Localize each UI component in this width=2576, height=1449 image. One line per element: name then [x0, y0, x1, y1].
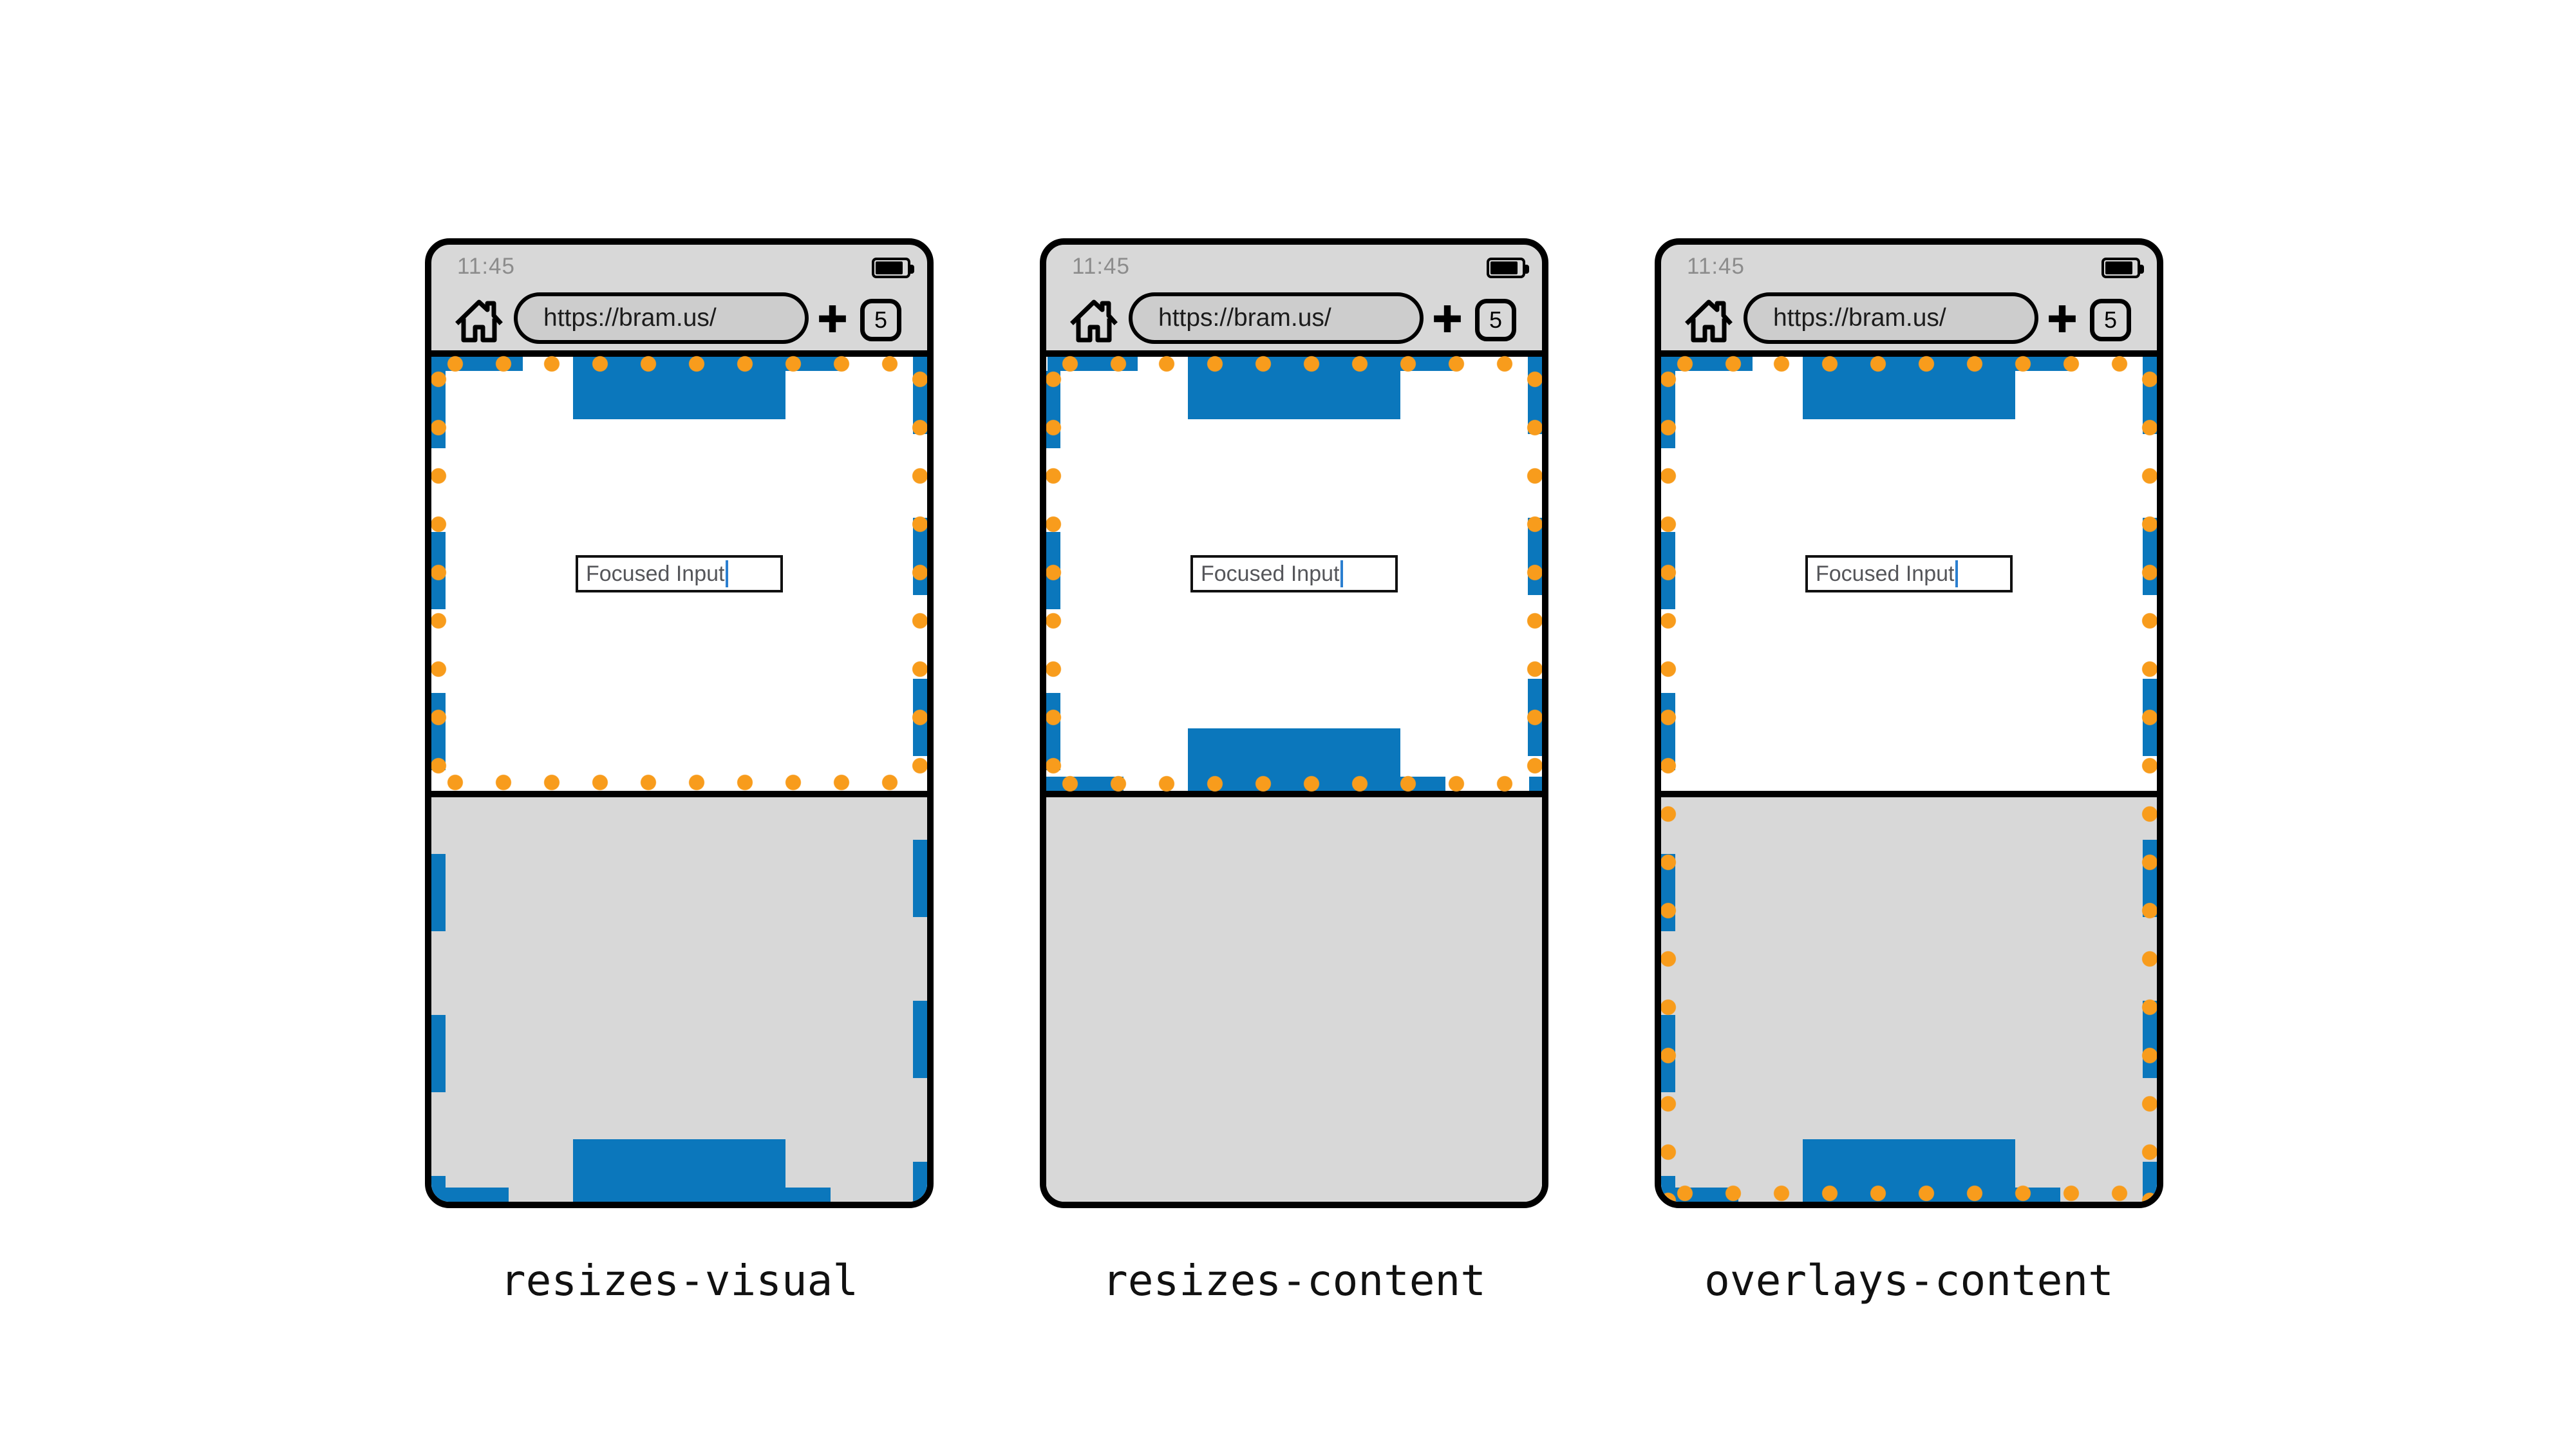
text-caret: [1340, 560, 1344, 587]
tab-counter[interactable]: 5: [2090, 299, 2131, 341]
input-value: Focused Input: [1201, 561, 1340, 586]
url-text: https://bram.us/: [1158, 304, 1331, 332]
page-footer-block: [573, 1139, 785, 1202]
layout-viewport: [1661, 357, 2157, 1202]
phone-mockup: 11:45 https://bram.us/ 5 Focused Input: [425, 238, 934, 1208]
plus-icon[interactable]: [1431, 303, 1463, 335]
text-caret: [1955, 560, 1959, 587]
keyboard-divider: [1661, 791, 2157, 797]
battery-fill: [2105, 261, 2132, 274]
visual-viewport-dots-bottom: [1661, 1185, 2157, 1202]
visual-viewport-dots-top: [1661, 355, 2157, 372]
virtual-keyboard: [1046, 797, 1542, 1202]
visual-viewport-dots-top: [1046, 355, 1542, 372]
visual-viewport-dots-left: [1661, 355, 1677, 1202]
battery-nub: [1525, 265, 1529, 274]
home-icon[interactable]: [1683, 294, 1735, 345]
visual-viewport-dots-right: [2141, 355, 2157, 1202]
toolbar-separator: [1046, 350, 1542, 357]
home-icon[interactable]: [453, 294, 505, 345]
focused-input[interactable]: Focused Input: [576, 555, 783, 592]
browser-viewport: Focused Input: [1661, 355, 2157, 1202]
visual-viewport-dots-bottom: [431, 774, 927, 791]
phone-caption: resizes-content: [1102, 1256, 1487, 1305]
virtual-keyboard: [1661, 797, 2157, 1202]
url-text: https://bram.us/: [1773, 304, 1946, 332]
phone-mockup: 11:45 https://bram.us/ 5 Focused Input: [1040, 238, 1548, 1208]
battery-icon: [2101, 258, 2144, 278]
keyboard-divider: [1046, 791, 1542, 797]
battery-fill: [876, 261, 903, 274]
focused-input[interactable]: Focused Input: [1190, 555, 1398, 592]
visual-viewport-dots-right: [912, 355, 927, 792]
tab-counter[interactable]: 5: [1475, 299, 1516, 341]
url-text: https://bram.us/: [543, 304, 717, 332]
phone-caption: overlays-content: [1704, 1256, 2114, 1305]
home-icon[interactable]: [1068, 294, 1120, 345]
visual-viewport-dots-left: [1046, 355, 1062, 792]
visual-viewport-dots-bottom: [1046, 775, 1542, 792]
focused-input[interactable]: Focused Input: [1805, 555, 2013, 592]
battery-nub: [2139, 265, 2144, 274]
url-bar[interactable]: https://bram.us/: [1129, 292, 1424, 344]
tab-count: 5: [2103, 307, 2118, 333]
url-bar[interactable]: https://bram.us/: [1744, 292, 2038, 344]
keyboard-divider: [431, 791, 927, 797]
browser-viewport: Focused Input: [431, 355, 927, 1202]
battery-fill: [1490, 261, 1518, 274]
tab-counter[interactable]: 5: [860, 299, 901, 341]
browser-viewport: Focused Input: [1046, 355, 1542, 1202]
battery-icon: [872, 258, 914, 278]
toolbar-separator: [1661, 350, 2157, 357]
virtual-keyboard: [431, 797, 927, 1202]
toolbar-separator: [431, 350, 927, 357]
status-time: 11:45: [1072, 254, 1130, 279]
input-value: Focused Input: [1816, 561, 1955, 586]
phone-mockup: 11:45 https://bram.us/ 5 Focused Input: [1655, 238, 2163, 1208]
visual-viewport-dots-left: [431, 355, 447, 792]
status-time: 11:45: [1687, 254, 1745, 279]
tab-count: 5: [874, 307, 888, 333]
input-value: Focused Input: [586, 561, 725, 586]
plus-icon[interactable]: [2046, 303, 2078, 335]
phone-caption: resizes-visual: [500, 1256, 859, 1305]
status-time: 11:45: [457, 254, 515, 279]
text-caret: [726, 560, 729, 587]
battery-icon: [1487, 258, 1529, 278]
visual-viewport-dots-right: [1527, 355, 1542, 792]
battery-nub: [910, 265, 914, 274]
visual-viewport-dots-top: [431, 355, 927, 372]
plus-icon[interactable]: [816, 303, 849, 335]
url-bar[interactable]: https://bram.us/: [514, 292, 809, 344]
tab-count: 5: [1489, 307, 1503, 333]
